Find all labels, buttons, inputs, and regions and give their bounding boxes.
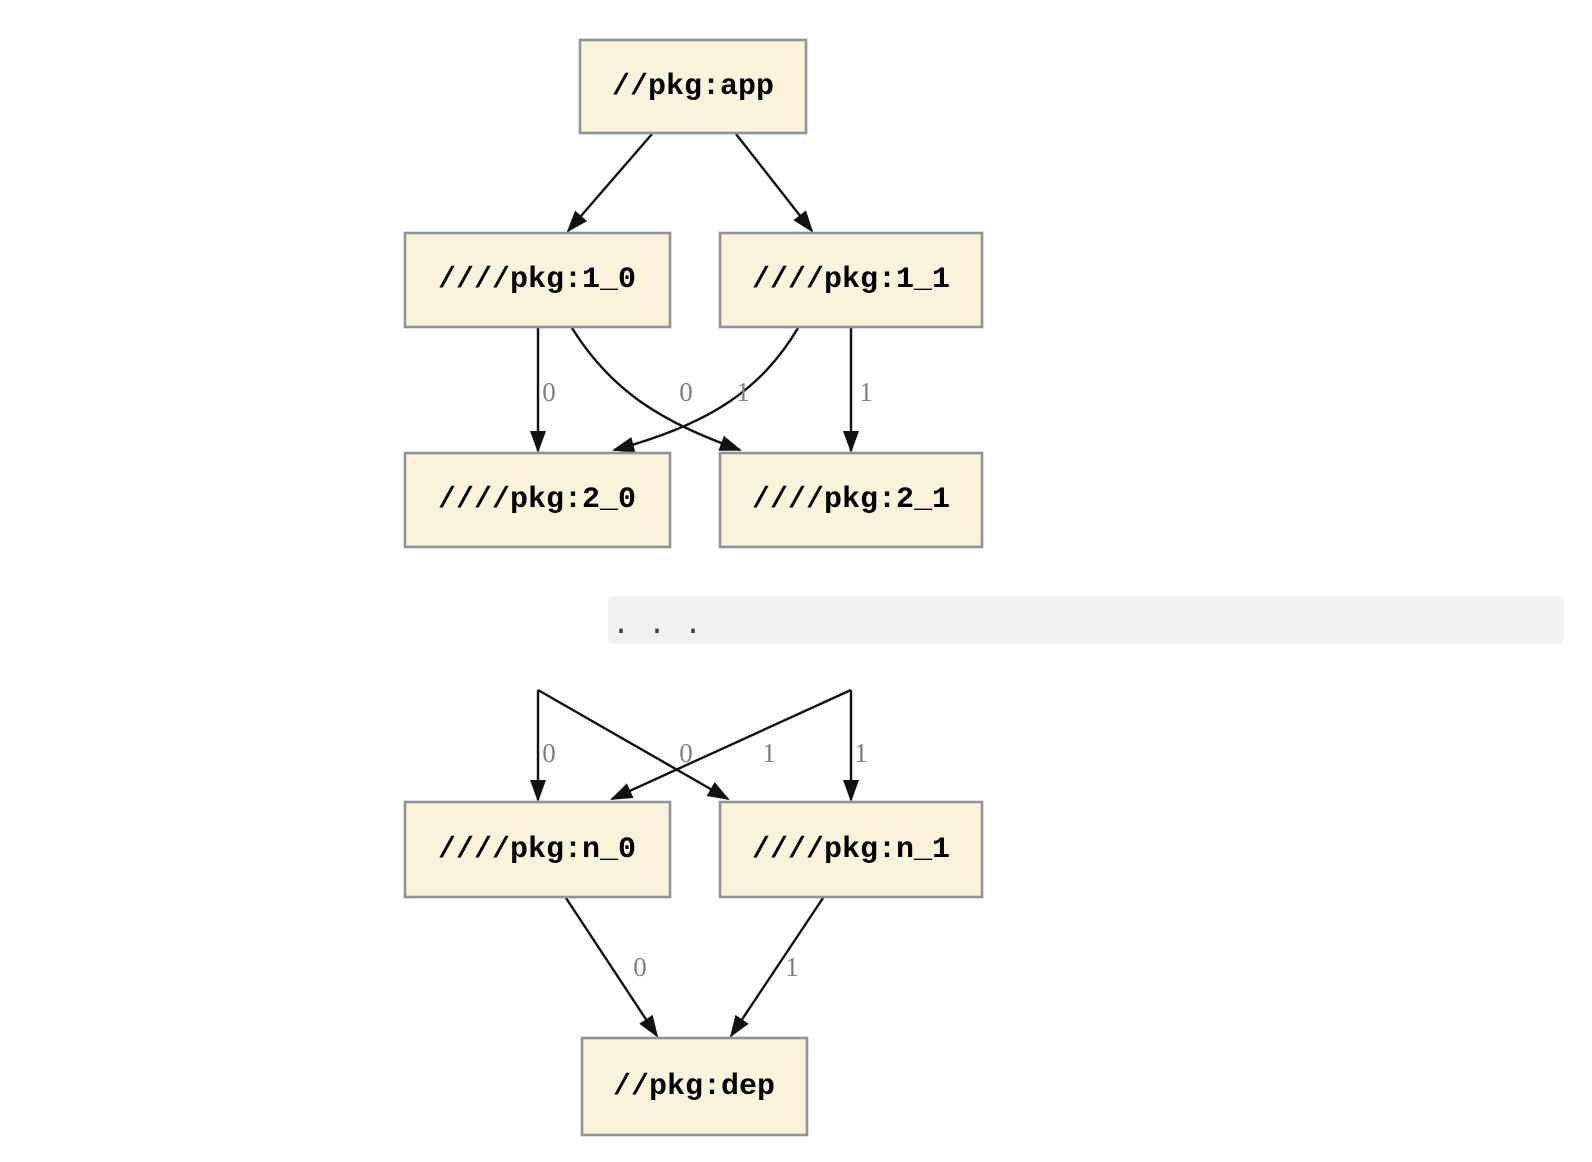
node-1-0: ////pkg:1_0: [403, 231, 672, 329]
node-1-1-box: [718, 231, 984, 329]
node-2-0: ////pkg:2_0: [403, 451, 672, 549]
node-n-0-label: ////pkg:n_0: [438, 833, 636, 867]
node-1-0-label: ////pkg:1_0: [438, 263, 636, 297]
continuation-band-rect: [608, 596, 1564, 644]
edge-label-cont-right-to-n-1: 1: [854, 738, 868, 768]
node-dep-label: //pkg:dep: [613, 1070, 775, 1104]
edge-cont-right-to-n-0: [610, 688, 852, 801]
node-dep: //pkg:dep: [580, 1036, 809, 1137]
edge-label-1-1-to-2-1: 1: [859, 377, 873, 407]
edge-1-1-to-2-0: [612, 327, 800, 453]
continuation-band: . . .: [608, 596, 1564, 644]
node-2-1-box: [718, 451, 984, 549]
node-n-1: ////pkg:n_1: [718, 800, 984, 899]
edge-label-1-1-to-2-0: 0: [679, 377, 693, 407]
node-app-box: [578, 38, 808, 135]
node-n-1-label: ////pkg:n_1: [752, 833, 950, 867]
edge-label-n-1-to-dep: 1: [785, 952, 799, 982]
node-2-0-label: ////pkg:2_0: [438, 483, 636, 517]
edge-app-to-1-1: [735, 133, 814, 233]
node-n-0-box: [403, 800, 672, 899]
node-1-0-box: [403, 231, 672, 329]
edge-1-0-to-2-1: [570, 327, 742, 452]
edge-app-to-1-0: [566, 133, 653, 233]
edge-label-1-0-to-2-1: 1: [736, 377, 750, 407]
node-1-1-label: ////pkg:1_1: [752, 263, 950, 297]
continuation-band-label: . . .: [612, 609, 702, 643]
node-app-label: //pkg:app: [612, 70, 774, 104]
node-2-1-label: ////pkg:2_1: [752, 483, 950, 517]
edge-cont-left-to-n-1: [537, 688, 730, 801]
edge-n-0-to-dep: [564, 897, 659, 1038]
node-n-1-box: [718, 800, 984, 899]
node-2-0-box: [403, 451, 672, 549]
node-dep-box: [580, 1036, 809, 1137]
edge-label-1-0-to-2-0: 0: [542, 377, 556, 407]
edge-label-cont-left-to-n-1: 1: [762, 738, 776, 768]
node-app: //pkg:app: [578, 38, 808, 135]
node-2-1: ////pkg:2_1: [718, 451, 984, 549]
edge-label-cont-left-to-n-0: 0: [542, 738, 556, 768]
node-n-0: ////pkg:n_0: [403, 800, 672, 899]
edge-label-cont-right-to-n-0: 0: [679, 738, 693, 768]
edge-n-1-to-dep: [729, 897, 824, 1038]
node-1-1: ////pkg:1_1: [718, 231, 984, 329]
edge-label-n-0-to-dep: 0: [633, 952, 647, 982]
